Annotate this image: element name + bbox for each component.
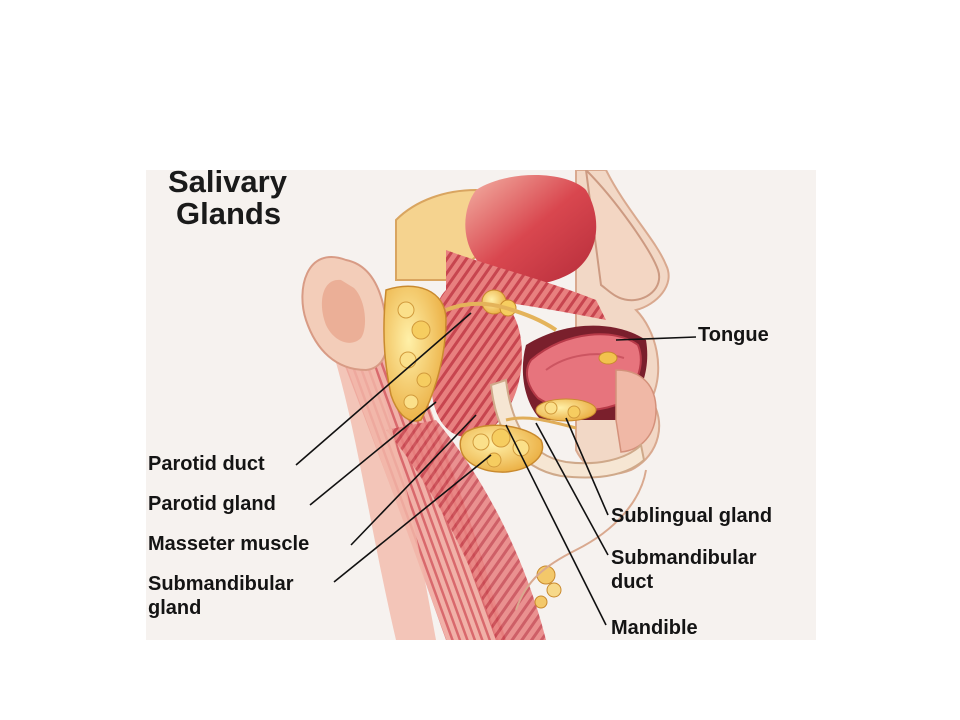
leader-sublingual [565,417,609,516]
lower-neck-structures [534,565,562,609]
leader-lines [295,312,697,626]
label-masseter-muscle: Masseter muscle [148,533,310,555]
diagram-title: Salivary Glands [168,170,287,230]
label-sublingual-gland: Sublingual gland [611,505,773,527]
nose [584,170,661,302]
chin-outline [515,469,647,611]
neck-muscle-back [326,330,436,640]
salivary-glands-figure: Salivary Glands Tongue Parotid duct Paro… [146,170,816,640]
title-line-2: Glands [176,196,282,231]
leader-submandibular-duct [535,422,609,556]
label-mandible: Mandible [611,617,698,639]
label-submandibular-gland-line2: gland [148,597,202,619]
leader-parotid-gland [309,401,437,506]
sublingual-gland [535,398,597,422]
leader-masseter [350,414,477,546]
label-tongue: Tongue [698,324,769,346]
label-submandibular-gland-line1: Submandibular [148,573,294,595]
ear-inner [321,279,366,343]
leader-tongue [615,336,697,341]
submandibular-duct [505,416,577,430]
neck-muscle-front [386,420,546,640]
label-submandibular-duct-line1: Submandibular [611,547,757,569]
label-parotid-gland: Parotid gland [148,493,276,515]
label-parotid-duct: Parotid duct [148,453,265,475]
lower-lip [615,369,657,453]
buccinator-muscle [446,250,606,320]
leader-mandible [505,424,607,626]
leader-parotid-duct [295,312,472,466]
parotid-gland [383,285,447,422]
facial-muscle [465,175,597,285]
title-line-1: Salivary [168,170,287,199]
label-submandibular-duct-line2: duct [611,571,654,593]
tongue-gland [598,351,618,365]
leader-submandibular-gland [333,454,492,583]
parotid-duct [445,301,558,332]
anatomy-illustration [295,170,697,640]
submandibular-gland [459,424,544,473]
